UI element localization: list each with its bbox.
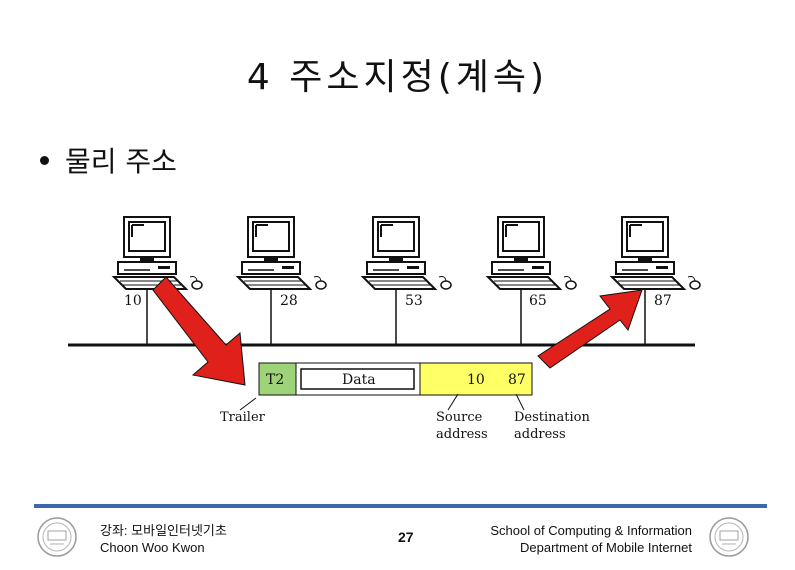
slide-title: 4 주소지정(계속) (246, 57, 549, 98)
frame-data-label: Data (342, 372, 376, 388)
frame-trailer-field (258, 362, 297, 396)
frame-destination-value: 87 (508, 372, 526, 388)
computer-icon (487, 216, 577, 290)
bullet-dot-icon (40, 155, 49, 165)
station-address: 65 (529, 293, 547, 309)
school-line-1: School of Computing & Information (490, 523, 692, 538)
station-5 (611, 216, 701, 290)
send-arrow-icon (152, 276, 246, 386)
station-address: 87 (654, 293, 672, 309)
frame-data-inner (300, 368, 415, 390)
school-line-2: Department of Mobile Internet (520, 540, 692, 555)
computer-icon (237, 216, 327, 290)
station-4 (487, 216, 577, 290)
frame: T2 Data 10 87 (258, 362, 533, 396)
station-3 (362, 216, 452, 290)
station-address: 53 (405, 293, 423, 309)
frame-address-field (419, 362, 533, 396)
trailer-label: Trailer (220, 410, 266, 425)
destination-label-line1: Destination (514, 410, 591, 425)
destination-label-line2: address (514, 427, 566, 442)
frame-trailer-label: T2 (266, 372, 284, 388)
frame-source-value: 10 (467, 372, 485, 388)
author-line: Choon Woo Kwon (100, 540, 205, 555)
university-seal-left (37, 517, 77, 557)
source-label-line1: Source (436, 410, 483, 425)
page-number: 27 (398, 529, 414, 545)
physical-address-diagram: 10 28 53 65 87 T2 Data 10 87 Trailer Sou… (68, 216, 701, 442)
bullet-text: 물리 주소 (65, 145, 177, 178)
course-line: 강좌: 모바일인터넷기초 (100, 523, 227, 538)
bullet-item: 물리 주소 (40, 140, 177, 180)
computer-icon (362, 216, 452, 290)
trailer-pointer (239, 397, 257, 411)
computer-icon (611, 216, 701, 290)
footer-rule (34, 504, 767, 508)
computer-icon (113, 216, 203, 290)
source-label-line2: address (436, 427, 488, 442)
receive-arrow-icon (537, 289, 643, 369)
university-seal-right (709, 517, 749, 557)
footer-course-info: 강좌: 모바일인터넷기초 Choon Woo Kwon (100, 522, 227, 556)
destination-pointer (515, 393, 525, 411)
station-1 (113, 216, 203, 290)
station-address: 28 (280, 293, 298, 309)
source-pointer (447, 393, 459, 411)
station-2 (237, 216, 327, 290)
footer-school-info: School of Computing & Information Depart… (490, 522, 692, 556)
station-address: 10 (124, 293, 142, 309)
